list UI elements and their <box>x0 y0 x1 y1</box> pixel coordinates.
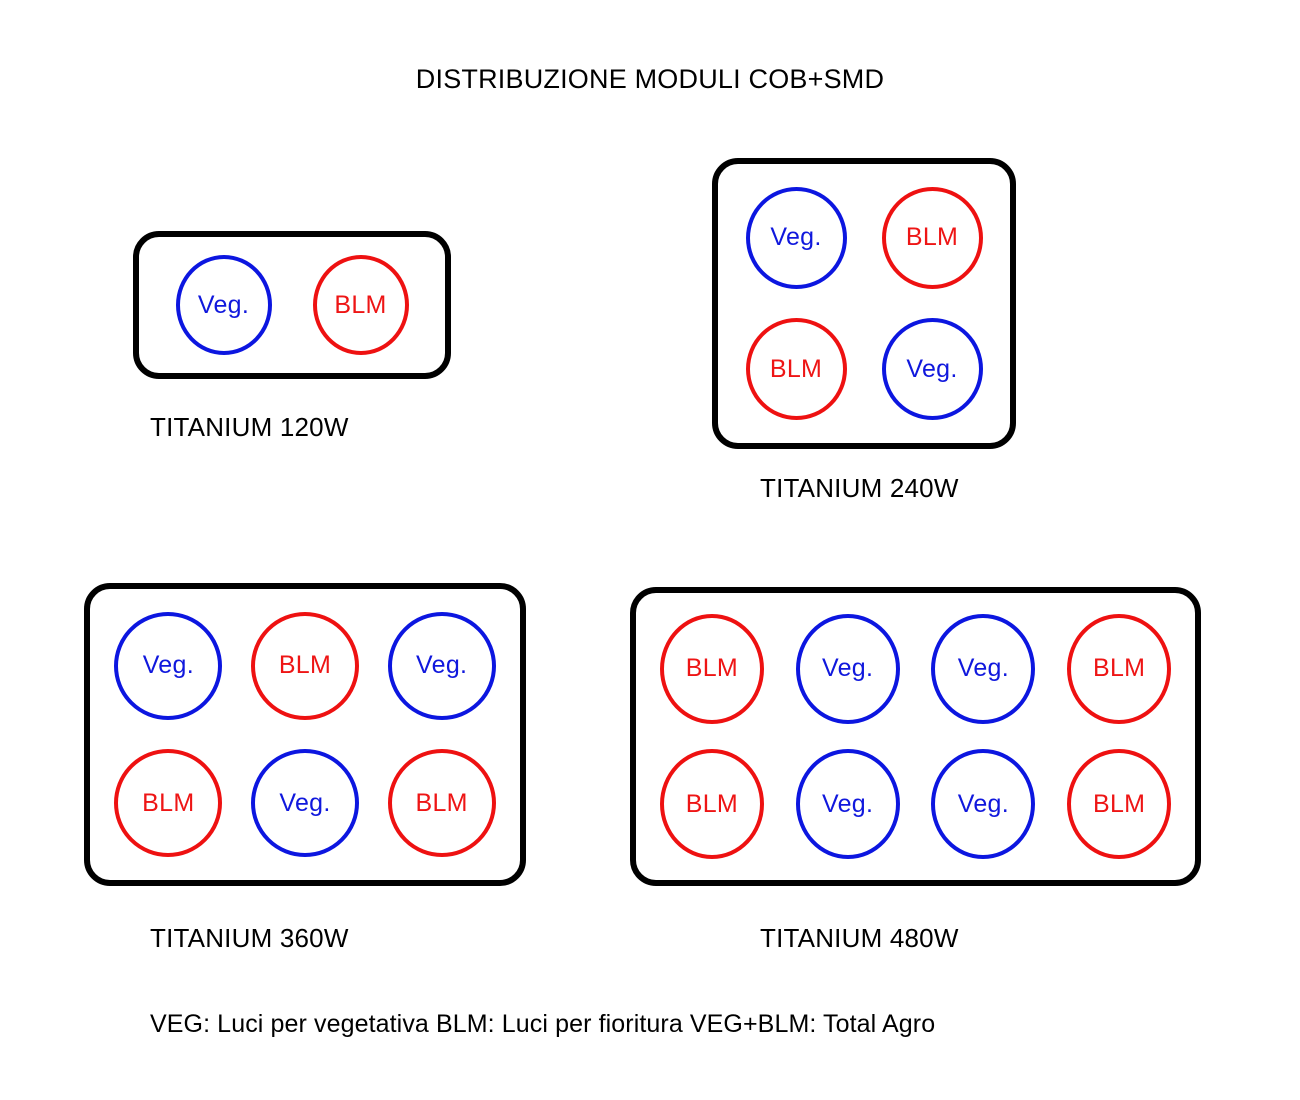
module-label: BLM <box>769 354 823 383</box>
module-label: Veg. <box>822 654 874 683</box>
module-blm[interactable]: BLM <box>114 749 223 858</box>
module-label: BLM <box>685 654 739 683</box>
module-veg[interactable]: Veg. <box>931 749 1036 860</box>
fixture-titanium-360w: Veg. BLM Veg. BLM Veg. BLM <box>84 583 526 886</box>
module-grid: Veg. BLM BLM Veg. <box>712 158 1016 449</box>
module-label: BLM <box>415 788 468 817</box>
module-label: BLM <box>905 223 959 252</box>
module-veg[interactable]: Veg. <box>931 613 1036 724</box>
fixture-caption-240w: TITANIUM 240W <box>760 473 959 503</box>
module-label: BLM <box>1092 654 1146 683</box>
module-label: Veg. <box>957 789 1009 818</box>
module-veg[interactable]: Veg. <box>114 611 223 720</box>
module-label: BLM <box>1092 789 1146 818</box>
module-grid: Veg. BLM Veg. BLM Veg. BLM <box>84 583 526 886</box>
legend-text: VEG: Luci per vegetativa BLM: Luci per f… <box>150 1010 936 1038</box>
module-veg[interactable]: Veg. <box>387 611 496 720</box>
fixture-titanium-120w: Veg. BLM <box>133 231 451 379</box>
module-veg[interactable]: Veg. <box>881 318 983 421</box>
fixture-caption-360w: TITANIUM 360W <box>150 923 349 953</box>
module-label: BLM <box>278 651 332 680</box>
fixture-titanium-240w: Veg. BLM BLM Veg. <box>712 158 1016 449</box>
module-label: Veg. <box>822 789 874 818</box>
module-label: Veg. <box>770 223 822 252</box>
module-grid: BLM Veg. Veg. BLM BLM Veg. Veg. BLM <box>630 587 1201 886</box>
module-veg[interactable]: Veg. <box>795 613 900 724</box>
module-blm[interactable]: BLM <box>659 749 764 860</box>
module-label: BLM <box>142 788 195 817</box>
diagram-title: DISTRIBUZIONE MODULI COB+SMD <box>415 64 885 94</box>
module-label: BLM <box>334 290 387 319</box>
fixture-titanium-480w: BLM Veg. Veg. BLM BLM Veg. Veg. BLM <box>630 587 1201 886</box>
module-label: Veg. <box>416 651 468 680</box>
module-blm[interactable]: BLM <box>387 749 496 858</box>
module-label: Veg. <box>906 354 958 383</box>
module-label: Veg. <box>279 788 331 817</box>
module-grid: Veg. BLM <box>133 231 451 379</box>
module-label: BLM <box>685 789 739 818</box>
module-blm[interactable]: BLM <box>312 255 409 355</box>
module-veg[interactable]: Veg. <box>795 749 900 860</box>
module-blm[interactable]: BLM <box>745 318 847 421</box>
module-label: Veg. <box>197 290 250 319</box>
module-veg[interactable]: Veg. <box>250 749 359 858</box>
module-blm[interactable]: BLM <box>250 611 359 720</box>
module-blm[interactable]: BLM <box>1067 613 1172 724</box>
module-veg[interactable]: Veg. <box>745 186 847 289</box>
module-label: Veg. <box>957 654 1009 683</box>
module-blm[interactable]: BLM <box>881 186 983 289</box>
module-blm[interactable]: BLM <box>659 613 764 724</box>
module-blm[interactable]: BLM <box>1067 749 1172 860</box>
fixture-caption-480w: TITANIUM 480W <box>760 923 959 953</box>
module-veg[interactable]: Veg. <box>175 255 272 355</box>
module-label: Veg. <box>142 651 194 680</box>
fixture-caption-120w: TITANIUM 120W <box>150 412 349 442</box>
